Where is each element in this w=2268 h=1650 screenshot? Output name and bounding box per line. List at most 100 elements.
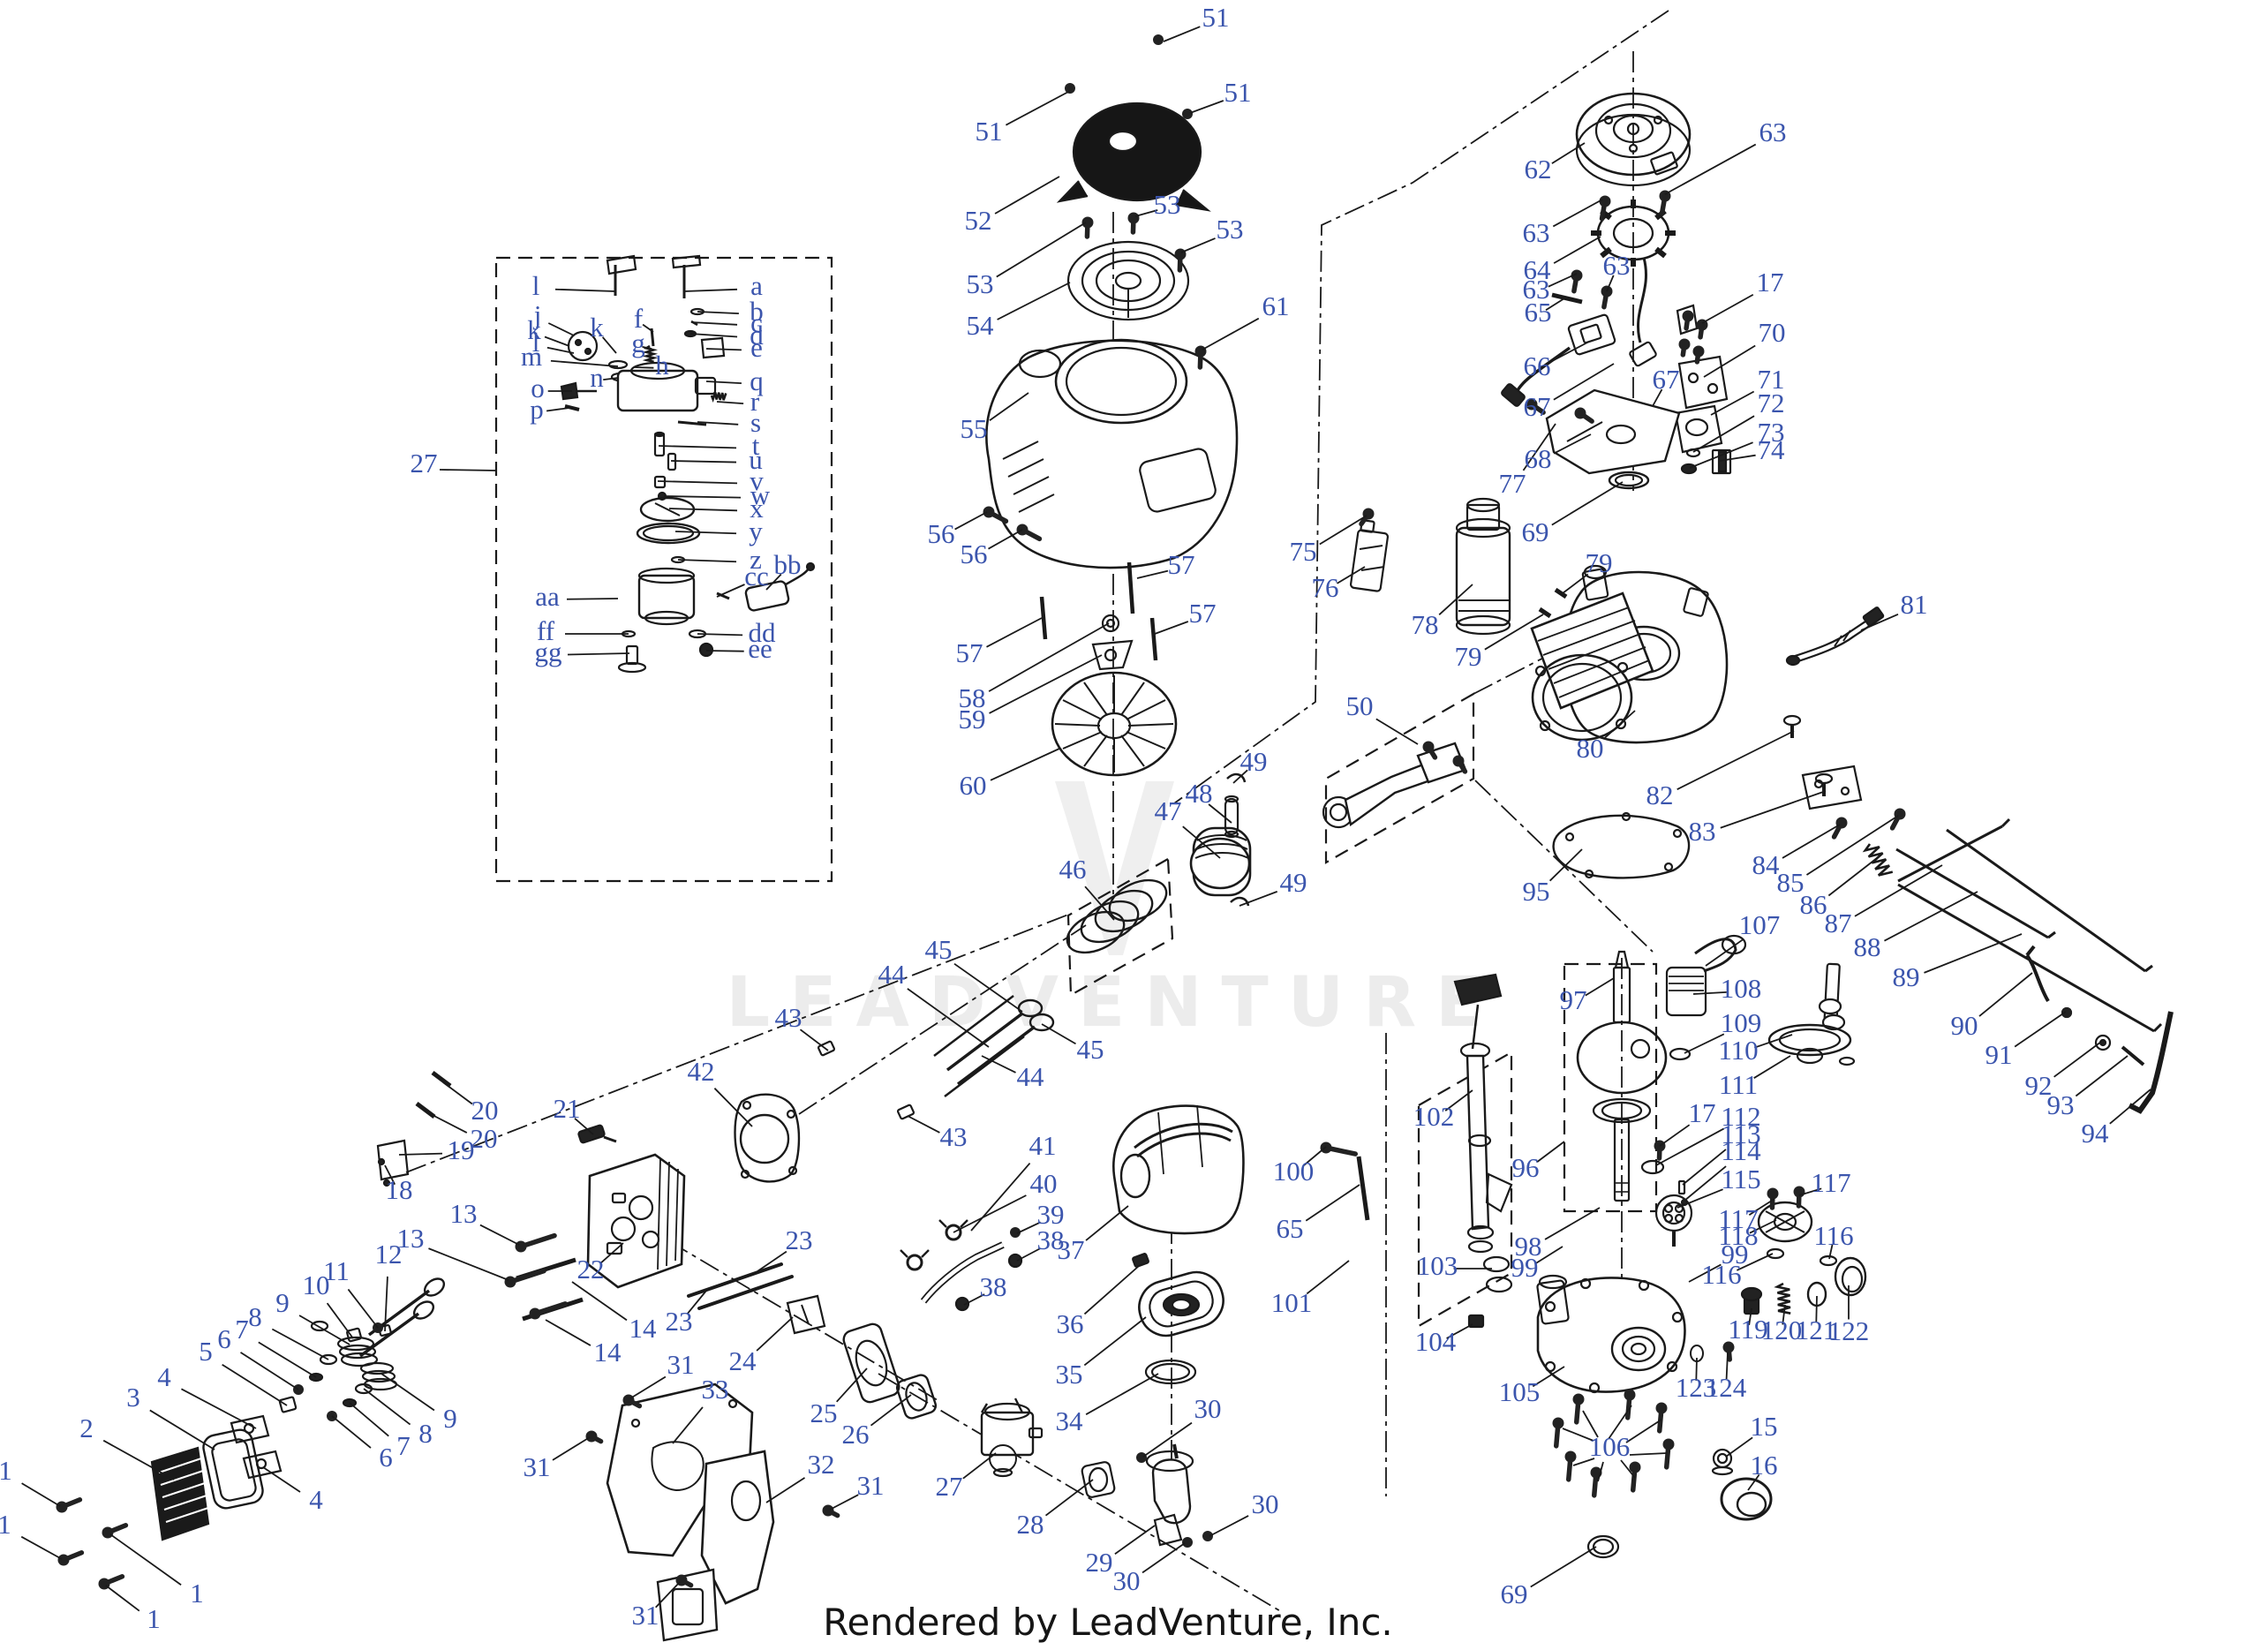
part-label-95: 95 — [1523, 876, 1550, 907]
part-label-42: 42 — [688, 1056, 715, 1087]
part-label-45: 45 — [1077, 1034, 1104, 1065]
part-drawings — [56, 34, 2174, 1642]
part-label-51: 51 — [1224, 77, 1252, 108]
part-label-113: 113 — [1721, 1119, 1760, 1149]
part-label-91: 91 — [1985, 1039, 2013, 1070]
part-label-53: 53 — [967, 268, 994, 299]
part-label-1: 1 — [147, 1603, 161, 1634]
part-label-56: 56 — [928, 518, 955, 549]
part-label-10: 10 — [303, 1270, 330, 1300]
part-label-79: 79 — [1455, 641, 1482, 672]
part-label-111: 111 — [1719, 1069, 1758, 1100]
part-label-g: g — [631, 328, 645, 358]
part-label-36: 36 — [1057, 1308, 1084, 1339]
part-label-64: 64 — [1524, 254, 1552, 285]
part-label-k: k — [527, 314, 541, 345]
part-label-85: 85 — [1777, 867, 1805, 898]
part-label-82: 82 — [1646, 780, 1674, 810]
part-label-69: 69 — [1501, 1578, 1528, 1609]
part-label-z: z — [750, 544, 762, 575]
part-label-114: 114 — [1721, 1135, 1761, 1166]
part-label-45: 45 — [925, 934, 953, 965]
part-label-ee: ee — [748, 633, 772, 664]
part-label-104: 104 — [1415, 1326, 1457, 1357]
part-label-h: h — [655, 350, 669, 380]
part-label-122: 122 — [1828, 1315, 1870, 1346]
part-label-67: 67 — [1524, 391, 1551, 422]
part-label-65: 65 — [1525, 297, 1552, 328]
part-label-79: 79 — [1586, 547, 1613, 578]
part-label-35: 35 — [1056, 1359, 1083, 1390]
part-label-88: 88 — [1854, 931, 1881, 962]
part-label-63: 63 — [1523, 217, 1550, 248]
part-label-99: 99 — [1722, 1239, 1749, 1270]
part-label-19: 19 — [448, 1134, 475, 1165]
part-label-92: 92 — [2025, 1070, 2053, 1101]
part-label-17: 17 — [1689, 1097, 1716, 1128]
axis-guide-lines — [405, 10, 1687, 1613]
footer-credit: Rendered by LeadVenture, Inc. — [823, 1601, 1393, 1644]
part-label-60: 60 — [960, 770, 987, 801]
part-label-76: 76 — [1312, 572, 1339, 603]
part-label-gg: gg — [535, 637, 562, 667]
part-label-68: 68 — [1525, 443, 1552, 474]
part-label-59: 59 — [959, 704, 986, 735]
part-label-124: 124 — [1706, 1372, 1747, 1403]
part-label-39: 39 — [1037, 1199, 1065, 1230]
part-label-31: 31 — [857, 1470, 885, 1501]
part-label-26: 26 — [842, 1419, 870, 1450]
part-label-c: c — [750, 307, 763, 338]
part-label-54: 54 — [967, 310, 995, 341]
part-label-116: 116 — [1701, 1259, 1741, 1290]
part-label-109: 109 — [1721, 1007, 1762, 1038]
part-label-105: 105 — [1499, 1376, 1541, 1407]
part-label-2: 2 — [79, 1413, 94, 1443]
part-label-13: 13 — [450, 1198, 478, 1229]
part-label-100: 100 — [1273, 1156, 1315, 1187]
part-label-34: 34 — [1056, 1405, 1084, 1436]
part-label-q: q — [750, 365, 764, 396]
part-label-73: 73 — [1758, 417, 1785, 448]
part-label-1: 1 — [0, 1455, 12, 1486]
part-label-5: 5 — [199, 1336, 213, 1367]
part-label-121: 121 — [1796, 1315, 1837, 1345]
part-label-6: 6 — [379, 1442, 393, 1473]
part-label-3: 3 — [126, 1382, 140, 1413]
part-label-93: 93 — [2047, 1089, 2075, 1120]
part-label-83: 83 — [1689, 816, 1716, 847]
part-label-dd: dd — [749, 617, 777, 648]
part-label-aa: aa — [535, 581, 560, 612]
part-label-38: 38 — [980, 1271, 1007, 1302]
part-label-1: 1 — [0, 1509, 11, 1540]
part-label-23: 23 — [666, 1306, 693, 1337]
part-label-22: 22 — [577, 1254, 605, 1285]
part-label-e: e — [750, 332, 763, 363]
part-label-84: 84 — [1752, 849, 1781, 880]
part-label-69: 69 — [1522, 516, 1549, 547]
part-label-57: 57 — [1168, 549, 1195, 580]
part-label-28: 28 — [1017, 1509, 1044, 1540]
part-label-17: 17 — [1757, 267, 1784, 298]
part-label-63: 63 — [1523, 274, 1550, 305]
part-label-9: 9 — [443, 1403, 457, 1434]
part-label-56: 56 — [961, 539, 988, 569]
part-label-p: p — [530, 394, 544, 425]
callout-leader-lines — [20, 26, 2151, 1612]
part-label-23: 23 — [786, 1224, 813, 1255]
leadventure-v-logo-watermark — [1055, 781, 1174, 955]
part-label-7: 7 — [235, 1314, 249, 1345]
part-label-30: 30 — [1252, 1488, 1279, 1519]
part-label-52: 52 — [965, 205, 992, 236]
part-label-90: 90 — [1951, 1010, 1978, 1041]
part-label-m: m — [521, 341, 542, 372]
part-label-108: 108 — [1721, 973, 1762, 1004]
part-label-67: 67 — [1653, 364, 1680, 395]
part-label-30: 30 — [1194, 1393, 1222, 1424]
part-label-d: d — [750, 320, 764, 350]
part-label-102: 102 — [1413, 1101, 1455, 1132]
part-label-33: 33 — [702, 1374, 729, 1405]
part-label-43: 43 — [940, 1121, 968, 1152]
part-label-50: 50 — [1346, 690, 1374, 721]
part-label-117: 117 — [1811, 1167, 1850, 1198]
